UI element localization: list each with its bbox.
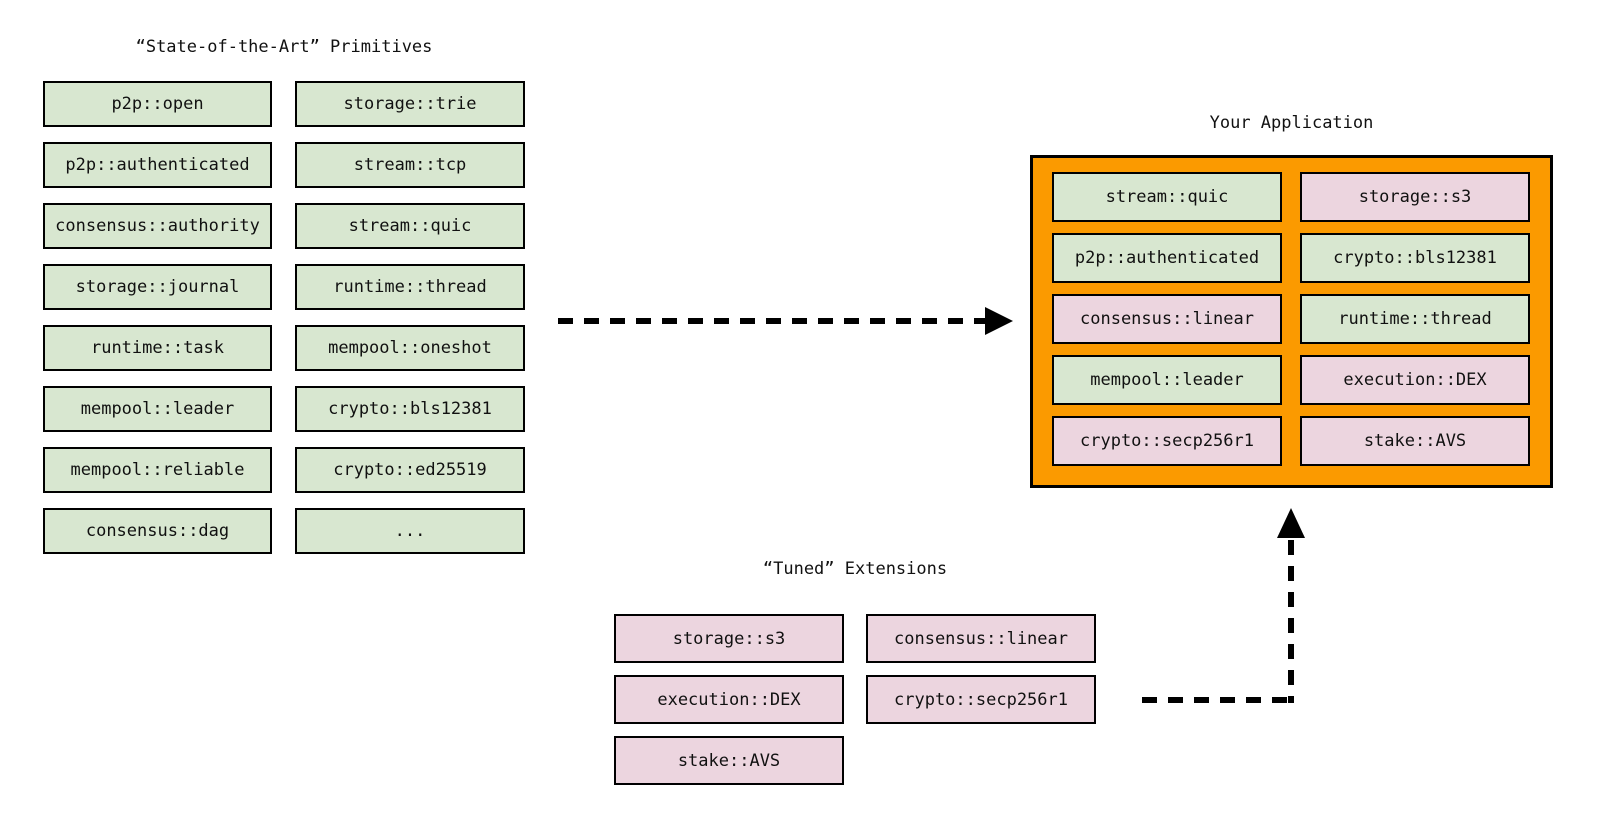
arrow-up-icon [1277, 508, 1305, 538]
primitive-box: storage::trie [295, 81, 525, 127]
primitive-box: p2p::open [43, 81, 272, 127]
extensions-to-application-arrow-horizontal [1142, 697, 1294, 703]
primitive-box: runtime::task [43, 325, 272, 371]
primitive-box: consensus::dag [43, 508, 272, 554]
application-column-1: stream::quic p2p::authenticated consensu… [1052, 172, 1282, 466]
app-component-box: stream::quic [1052, 172, 1282, 222]
app-component-box: crypto::bls12381 [1300, 233, 1530, 283]
app-component-box: mempool::leader [1052, 355, 1282, 405]
app-component-box: execution::DEX [1300, 355, 1530, 405]
extension-box: crypto::secp256r1 [866, 675, 1096, 724]
primitive-box: stream::tcp [295, 142, 525, 188]
primitive-box: storage::journal [43, 264, 272, 310]
primitive-box: consensus::authority [43, 203, 272, 249]
primitive-box-ellipsis: ... [295, 508, 525, 554]
extensions-to-application-arrow-vertical [1288, 540, 1294, 703]
app-component-box: p2p::authenticated [1052, 233, 1282, 283]
extension-box: execution::DEX [614, 675, 844, 724]
primitives-column-2: storage::trie stream::tcp stream::quic r… [295, 81, 525, 554]
primitive-box: crypto::ed25519 [295, 447, 525, 493]
primitives-column-1: p2p::open p2p::authenticated consensus::… [43, 81, 272, 554]
app-component-box: runtime::thread [1300, 294, 1530, 344]
arrow-right-icon [985, 307, 1013, 335]
primitives-title: “State-of-the-Art” Primitives [135, 37, 433, 57]
extensions-title: “Tuned” Extensions [762, 559, 948, 579]
primitives-to-application-arrow-line [558, 318, 985, 324]
primitive-box: stream::quic [295, 203, 525, 249]
primitive-box: mempool::reliable [43, 447, 272, 493]
application-column-2: storage::s3 crypto::bls12381 runtime::th… [1300, 172, 1530, 466]
primitive-box: crypto::bls12381 [295, 386, 525, 432]
application-title: Your Application [1209, 113, 1374, 133]
app-component-box: consensus::linear [1052, 294, 1282, 344]
primitive-box: p2p::authenticated [43, 142, 272, 188]
extensions-column-2: consensus::linear crypto::secp256r1 [866, 614, 1096, 724]
extension-box: consensus::linear [866, 614, 1096, 663]
extension-box: stake::AVS [614, 736, 844, 785]
app-component-box: storage::s3 [1300, 172, 1530, 222]
primitive-box: mempool::oneshot [295, 325, 525, 371]
app-component-box: crypto::secp256r1 [1052, 416, 1282, 466]
primitive-box: mempool::leader [43, 386, 272, 432]
app-component-box: stake::AVS [1300, 416, 1530, 466]
primitive-box: runtime::thread [295, 264, 525, 310]
extensions-column-1: storage::s3 execution::DEX stake::AVS [614, 614, 844, 785]
extension-box: storage::s3 [614, 614, 844, 663]
